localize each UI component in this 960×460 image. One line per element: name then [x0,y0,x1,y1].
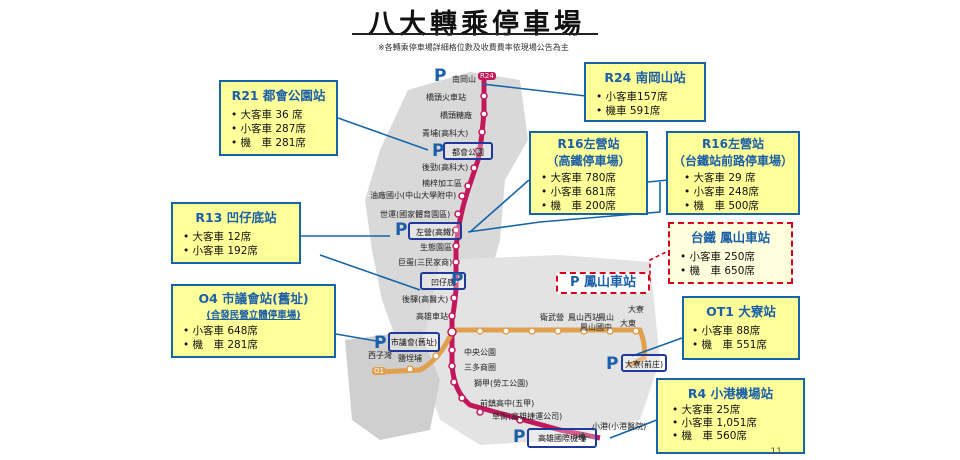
box-title: R21 都會公園站 [231,88,326,103]
station-label: 後勁(高科大) [422,163,469,172]
station-box-r4: 高雄國際機場 [527,428,597,448]
station-box-r13: 凹仔底 [420,272,466,290]
title-underline [352,33,598,35]
box-title: 台鐵 鳳山車站 [690,230,771,245]
station-label: 中央公園 [464,348,496,357]
connector-lines [301,83,683,439]
box-item: • 大客車 29 席 [684,172,756,184]
box-r16-hsr: R16左營站 （高鐵停車場） • 大客車 780席 • 小客車 681席 • 機… [529,131,648,215]
box-item: • 小客車157席 [596,91,668,103]
red-line [449,72,601,441]
box-item: • 機 車 650席 [680,265,755,277]
parking-marker: P [432,141,445,161]
station-label: 衛武營 [540,313,564,322]
station-label: 大寮 [628,305,644,314]
station-label: 三多商圈 [464,363,496,372]
box-item: • 大客車 12席 [183,231,252,243]
box-o4: O4 市議會站(舊址) (合發民營立體停車場) • 小客車 648席 • 機 車… [171,284,336,358]
station-box-ot1: 大寮(前庄) [621,354,667,372]
red-station-dots [447,92,524,424]
station-label: 南岡山 [452,75,476,84]
box-item: • 小客車 88席 [692,325,761,337]
box-r24: R24 南岡山站 • 小客車157席 • 機車 591席 [584,62,706,122]
box-item: • 小客車 192席 [183,245,258,257]
box-item: • 小客車 648席 [183,325,258,337]
box-r21: R21 都會公園站 • 大客車 36 席 • 小客車 287席 • 機 車 28… [219,80,338,156]
station-code-o1: O1 [372,367,386,375]
station-label: 橋頭火車站 [426,93,466,102]
box-item: • 大客車 36 席 [231,109,303,121]
parking-marker: P [513,427,526,447]
map-land-south [420,255,660,445]
station-label: 橋頭糖廠 [440,111,472,120]
box-subtitle: （台鐵站前路停車場） [672,154,793,168]
box-r16-tra: R16左營站 （台鐵站前路停車場） • 大客車 29 席 • 小客車 248席 … [666,131,800,215]
note-text: ※各轉乘停車場詳細格位數及收費費率依現場公告為主 [378,43,569,52]
parking-marker: P [451,270,464,290]
station-box-r21: 都會公園 [443,142,493,160]
box-title: R16左營站 [702,137,764,151]
box-item: • 小客車 1,051席 [672,417,757,429]
station-label: 前鎮高中(五甲) [480,399,535,408]
station-label: 青埔(高科大) [422,129,469,138]
box-r13: R13 凹仔底站 • 大客車 12席 • 小客車 192席 [171,202,301,264]
station-label: 鳳山 [598,313,614,322]
box-title: R13 凹仔底站 [195,210,277,225]
box-title: R16左營站 [557,137,620,151]
station-label: 小港(小港醫院) [592,422,647,431]
parking-marker: P [395,220,408,240]
station-label: 楠梓加工區 [422,179,462,188]
box-item: • 機 車 281席 [183,339,258,351]
box-subtitle: (合發民營立體停車場) [206,310,301,321]
station-label: 後驛(高醫大) [402,295,449,304]
station-label: 西子灣 [368,351,392,360]
box-item: • 大客車 25席 [672,404,741,416]
box-title: R24 南岡山站 [604,70,686,85]
box-item: • 小客車 248席 [684,186,759,198]
box-item: • 大客車 780席 [541,172,616,184]
station-box-r16: 左營(高鐵) [408,222,462,240]
box-item: • 小客車 681席 [541,186,616,198]
station-label: 世運(國家體育園區) [380,210,451,219]
box-title: O4 市議會站(舊址) [198,291,309,306]
page-number: 11 [770,447,782,457]
box-item: • 機 車 500席 [684,200,759,212]
station-label: 鳳山國中 [580,323,612,332]
station-label: 大東 [620,319,636,328]
box-ot1: OT1 大寮站 • 小客車 88席 • 機 車 551席 [682,296,800,360]
box-item: • 小客車 287席 [231,123,306,135]
station-label: 鳳山西站 [568,313,600,322]
station-label: 鹽埕埔 [398,354,422,363]
airplane-icon [576,432,590,442]
parking-marker: P [374,333,387,353]
station-label: 草衙(高雄捷運公司) [492,412,563,421]
station-label: 生態園區 [420,243,452,252]
parking-marker: P [606,354,619,374]
station-label: 巨蛋(三民家商) [398,258,453,267]
station-label: 高雄車站 [416,312,448,321]
station-box-o4: 市議會(舊址) [388,332,440,352]
station-code-r24: R24 [478,72,496,80]
parking-marker: P [434,66,447,86]
box-item: • 機車 591席 [596,105,661,117]
box-item: • 機 車 560席 [672,430,747,442]
box-fengshan: 台鐵 鳳山車站 • 小客車 250席 • 機 車 650席 [668,222,793,284]
box-r4: R4 小港機場站 • 大客車 25席 • 小客車 1,051席 • 機 車 56… [656,378,805,454]
station-label: 油廠國小(中山大學附中) [370,191,457,200]
fengshan-station-label: P 鳳山車站 [556,272,650,294]
station-label: 獅甲(勞工公園) [474,379,529,388]
box-item: • 機 車 200席 [541,200,616,212]
box-item: • 小客車 250席 [680,251,755,263]
box-title: OT1 大寮站 [706,304,776,319]
box-title: R4 小港機場站 [687,386,774,401]
box-item: • 機 車 551席 [692,339,767,351]
map-land-west [345,330,440,440]
box-subtitle: （高鐵停車場） [546,154,631,168]
box-item: • 機 車 281席 [231,137,306,149]
